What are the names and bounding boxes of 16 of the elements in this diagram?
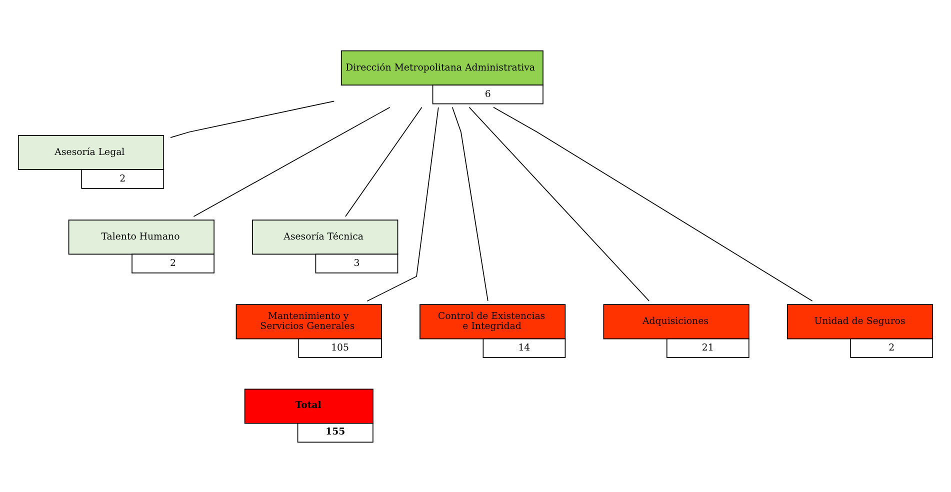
node-label: 2 bbox=[170, 257, 176, 268]
connector bbox=[170, 100, 335, 138]
connector bbox=[345, 106, 422, 216]
node-label: 14 bbox=[518, 342, 530, 354]
connector bbox=[193, 106, 390, 216]
connector bbox=[468, 106, 650, 301]
node-label: 2 bbox=[888, 342, 895, 354]
connector bbox=[452, 106, 488, 301]
connector bbox=[366, 106, 439, 302]
node-label: 21 bbox=[702, 342, 714, 354]
node-label: 155 bbox=[326, 426, 346, 437]
node-label: 6 bbox=[484, 88, 491, 100]
node-label: 3 bbox=[354, 257, 360, 268]
node-label: 2 bbox=[120, 172, 126, 184]
connector bbox=[493, 106, 813, 301]
node-label: 105 bbox=[331, 342, 350, 354]
